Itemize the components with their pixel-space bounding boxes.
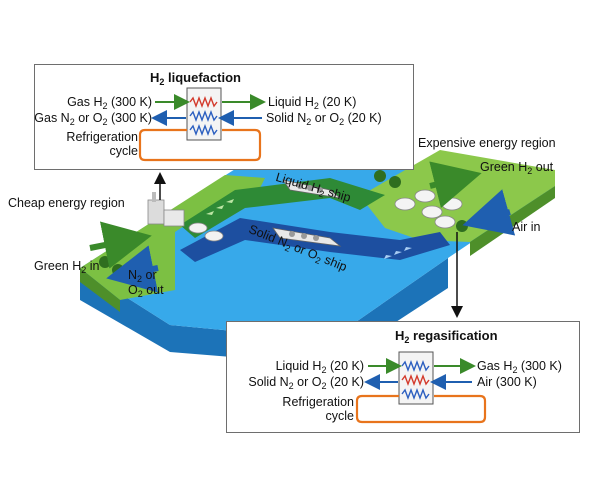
- blue-chevrons: [384, 247, 412, 259]
- left-land-side: [80, 268, 120, 312]
- n2-out-label: N2 or O2 out: [128, 268, 164, 299]
- liquefaction-title: H2 liquefaction: [150, 70, 241, 87]
- gas-n2-label: Gas N2 or O2 (300 K): [34, 111, 152, 127]
- heat-exchanger-icon: [186, 87, 222, 141]
- liquid-h2-out-label: Liquid H2 (20 K): [268, 95, 357, 111]
- refrigeration-loop: [355, 394, 487, 424]
- liquid-h2-in-label: Liquid H2 (20 K): [275, 359, 364, 375]
- solid-n2-ship-icon: [272, 227, 342, 247]
- gas-h2-out-label: Gas H2 (300 K): [477, 359, 562, 375]
- title-sub: 2: [159, 77, 165, 87]
- green-h2-in-label: Green H2 in: [34, 259, 100, 275]
- title-text-post: liquefaction: [164, 70, 241, 85]
- green-chevrons: [206, 199, 234, 215]
- title-text: H: [150, 70, 160, 85]
- refrigeration-loop: [138, 128, 262, 162]
- regasification-title: H2 regasification: [395, 328, 498, 345]
- heat-exchanger-icon: [398, 351, 434, 405]
- air-in-label: Air in: [512, 220, 541, 234]
- gas-h2-in-label: Gas H2 (300 K): [67, 95, 152, 111]
- air-out-label: Air (300 K): [477, 375, 537, 389]
- expensive-region-label: Expensive energy region: [418, 136, 556, 150]
- cheap-region-label: Cheap energy region: [8, 196, 125, 210]
- n2-out-arrow: [106, 245, 159, 293]
- factory-icon: [147, 192, 185, 227]
- green-h2-in-arrow: [89, 221, 152, 269]
- green-h2-out-arrow: [429, 161, 482, 209]
- storage-tank-icon: [188, 222, 224, 242]
- solid-n2-out-label: Solid N2 or O2 (20 K): [248, 375, 364, 391]
- solid-n2-label: Solid N2 or O2 (20 K): [266, 111, 382, 127]
- air-in-arrow: [462, 189, 516, 236]
- green-h2-out-label: Green H2 out: [480, 160, 554, 176]
- liquid-h2-ship-icon: [282, 179, 342, 199]
